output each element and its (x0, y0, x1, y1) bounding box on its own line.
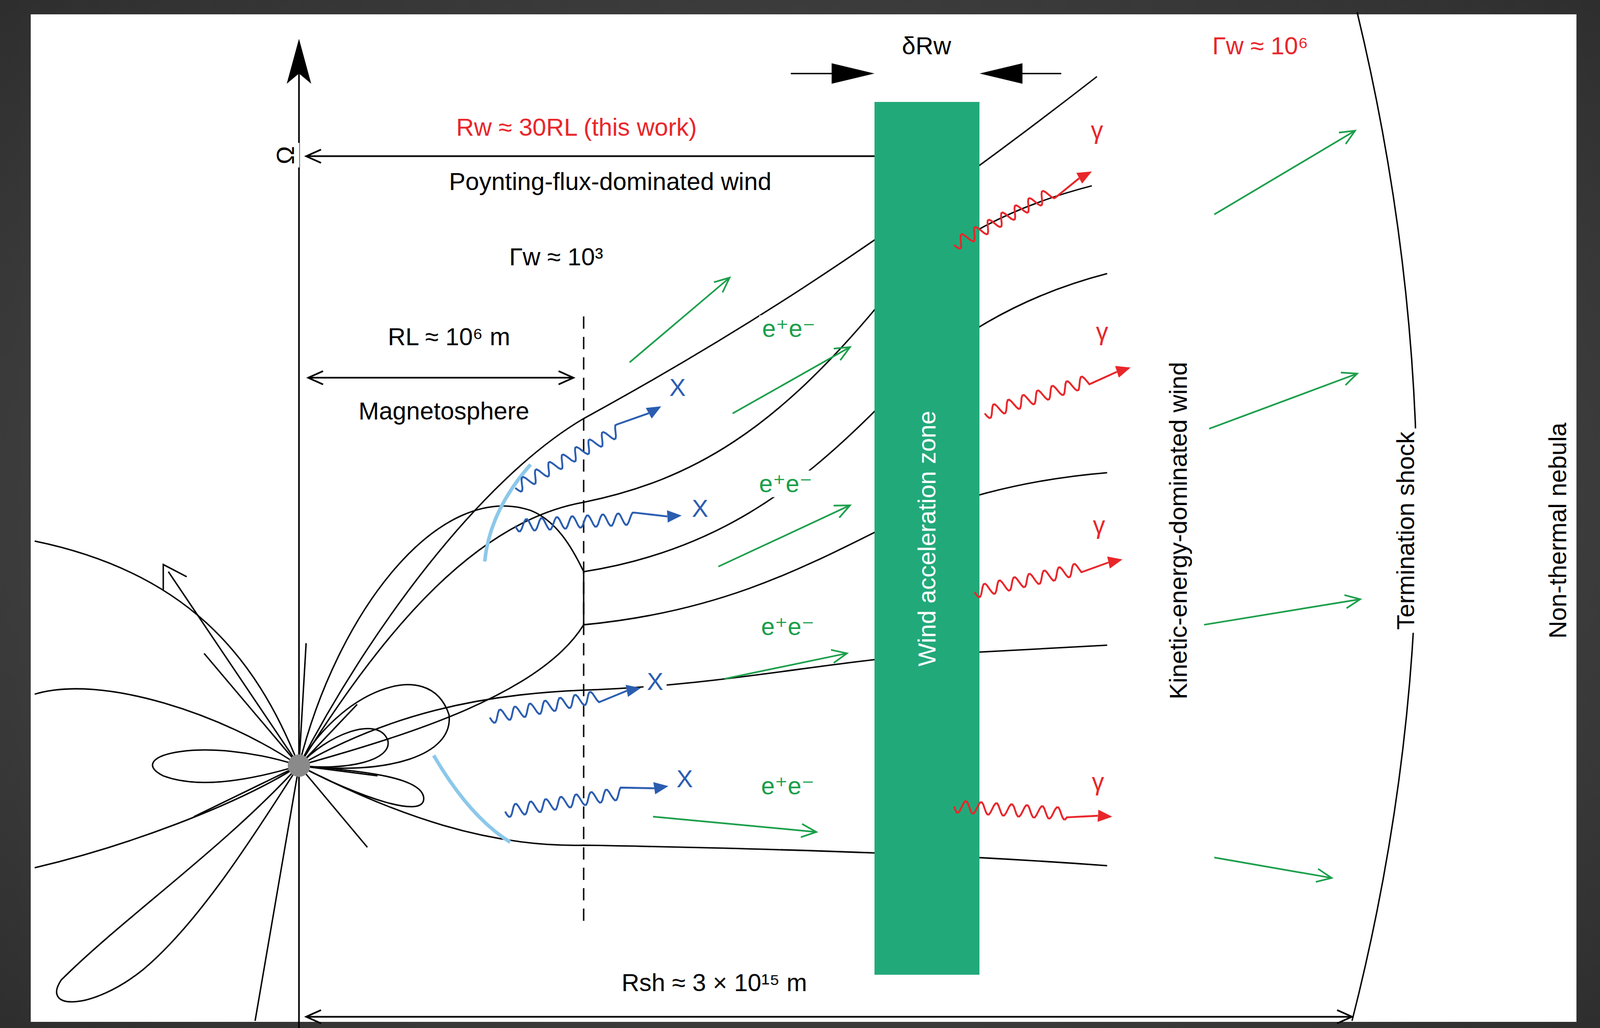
dimension-label: Rsh ≈ 3 × 10¹⁵ m (618, 969, 810, 997)
background-panel (30, 14, 1577, 1022)
particle-flow-arrow-head (1315, 868, 1332, 882)
xray-photon-head (667, 509, 682, 523)
gamma-label: γ (1089, 512, 1108, 540)
particle-flow-arrow (724, 653, 847, 679)
lorentz-factor-label: Γw ≈ 10⁶ (1209, 32, 1312, 60)
particle-flow-arrow (718, 505, 850, 567)
rotation-axis-head (286, 38, 312, 84)
dimension-arrow-head (1337, 1009, 1353, 1023)
particle-flow-arrow (1204, 599, 1361, 625)
dimension-arrow-head (306, 149, 322, 163)
magnetic-axis (168, 571, 300, 766)
band-label: Wind acceleration zone (912, 410, 942, 667)
delta-rw-marker (791, 63, 1062, 84)
rotation-axis (297, 61, 300, 1028)
light-cylinder-arcs (433, 464, 531, 842)
particle-flow-arrow (732, 347, 850, 414)
xray-photon (505, 787, 655, 817)
particle-flow-arrow (1214, 857, 1332, 878)
gamma-label: γ (1087, 117, 1106, 145)
particle-flow-arrow (653, 816, 817, 832)
pulsar-star (287, 754, 311, 777)
particle-flow-arrow (1214, 130, 1356, 215)
particle-flow-arrow-head (1344, 594, 1361, 609)
xray-label: X (643, 668, 667, 696)
lorentz-factor-label: Γw ≈ 10³ (505, 243, 607, 271)
dimension-label: RL ≈ 10⁶ m (384, 323, 514, 351)
xray-photon (489, 690, 628, 723)
gamma-photon-head (1115, 365, 1131, 378)
dimension-arrow (306, 1015, 1353, 1017)
gamma-photon-head (1076, 171, 1092, 184)
xray-label: X (673, 764, 696, 793)
dimension-arrow-head (308, 370, 324, 384)
particle-flow-arrow-head (1340, 372, 1358, 385)
particle-label: e⁺e⁻ (758, 612, 818, 640)
particle-label: e⁺e⁻ (759, 314, 819, 343)
dimension-arrow (306, 155, 934, 157)
acceleration-zone-band: Wind acceleration zone (874, 101, 980, 975)
region-label: Kinetic-energy-dominated wind (1164, 358, 1192, 703)
particle-flow-arrow-head (1338, 130, 1356, 144)
dimension-arrow-head (558, 370, 574, 384)
gamma-photon-head (1106, 556, 1123, 569)
particle-flow-arrow (1209, 373, 1358, 429)
region-label: Magnetosphere (355, 397, 533, 425)
gamma-photon (974, 562, 1109, 597)
particle-flow-arrow-head (830, 649, 847, 663)
particle-flow-arrow (629, 277, 730, 362)
particle-flow-arrow-head (833, 505, 850, 518)
xray-photon-head (625, 684, 642, 697)
particle-flow-arrow-head (800, 823, 817, 838)
xray-photon (515, 512, 668, 532)
xray-label: X (688, 494, 712, 522)
xray-photon-head (645, 406, 661, 419)
particle-flow-arrow-head (713, 277, 730, 293)
gamma-photon-head (1097, 809, 1113, 822)
dimension-arrow-head (306, 1009, 322, 1023)
particle-flow-arrow-head (833, 347, 850, 361)
particle-label: e⁺e⁻ (756, 470, 816, 498)
field-lines (34, 76, 1108, 1021)
xray-photon (515, 413, 649, 492)
gamma-label: γ (1092, 317, 1112, 346)
dimension-arrow (308, 376, 574, 379)
xray-photon-head (653, 781, 669, 795)
axis-label: Ω (272, 142, 300, 168)
particle-label: e⁺e⁻ (758, 772, 818, 800)
region-label: Poynting-flux-dominated wind (445, 167, 775, 196)
region-label: Termination shock (1392, 428, 1420, 633)
xray-label: X (666, 374, 689, 402)
dimension-label: δRw (899, 32, 955, 60)
gamma-photon (984, 371, 1117, 418)
light-cylinder-dashed (583, 316, 585, 929)
magnetic-axis-head (163, 564, 187, 590)
region-label: Non-thermal nebula (1544, 419, 1572, 643)
gamma-label: γ (1088, 768, 1107, 796)
radius-label: Rw ≈ 30RL (this work) (453, 114, 700, 142)
